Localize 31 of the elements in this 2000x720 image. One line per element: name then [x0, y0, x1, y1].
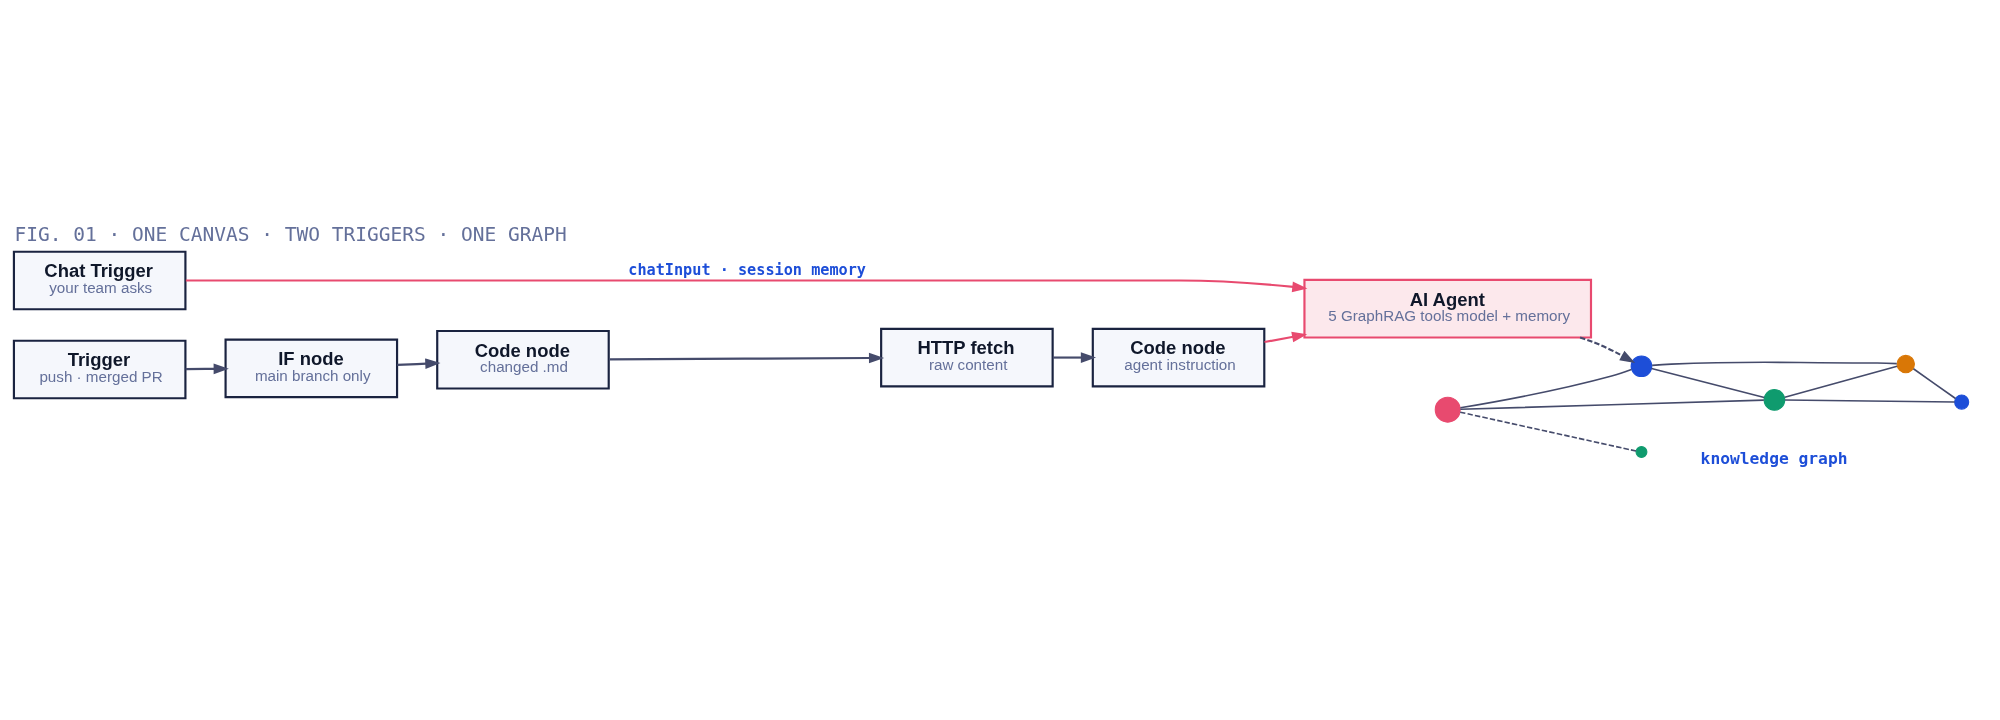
node-box: HTTP fetch raw content [880, 327, 1054, 388]
connector [1459, 411, 1637, 452]
arrow [185, 279, 1308, 293]
arrow [397, 358, 441, 370]
node-circle [1763, 389, 1786, 411]
arrow [1264, 331, 1308, 344]
node-box: AI Agent 5 GraphRAG tools model + memory [1303, 278, 1593, 339]
node-box: Code node agent instruction [1091, 327, 1266, 388]
node-box: Chat Trigger your team asks [12, 250, 187, 311]
node-box: Trigger push · merged PR [12, 339, 187, 400]
node-circle [1630, 355, 1653, 378]
arrow [1579, 336, 1636, 363]
node-circle [1635, 446, 1648, 458]
connector [1650, 367, 1766, 399]
connector [1651, 361, 1898, 367]
edge-label: chatInput · session memory [628, 261, 866, 280]
arrow [1052, 352, 1097, 363]
connector [1459, 368, 1633, 409]
node-circle [1896, 354, 1915, 374]
connector [1784, 365, 1898, 399]
label: knowledge graph [1700, 449, 1848, 469]
arrow [185, 363, 229, 375]
connector [1912, 367, 1957, 400]
arrow [609, 352, 885, 364]
node-box: IF node main branch only [224, 338, 399, 399]
connector [1784, 399, 1956, 403]
diagram-title: FIG. 01 · ONE CANVAS · TWO TRIGGERS · ONE GRAPH [14, 223, 567, 247]
node-circle [1954, 394, 1970, 410]
node-circle [1434, 396, 1461, 423]
connector [1459, 399, 1765, 411]
node-box: Code node changed .md [436, 329, 610, 390]
